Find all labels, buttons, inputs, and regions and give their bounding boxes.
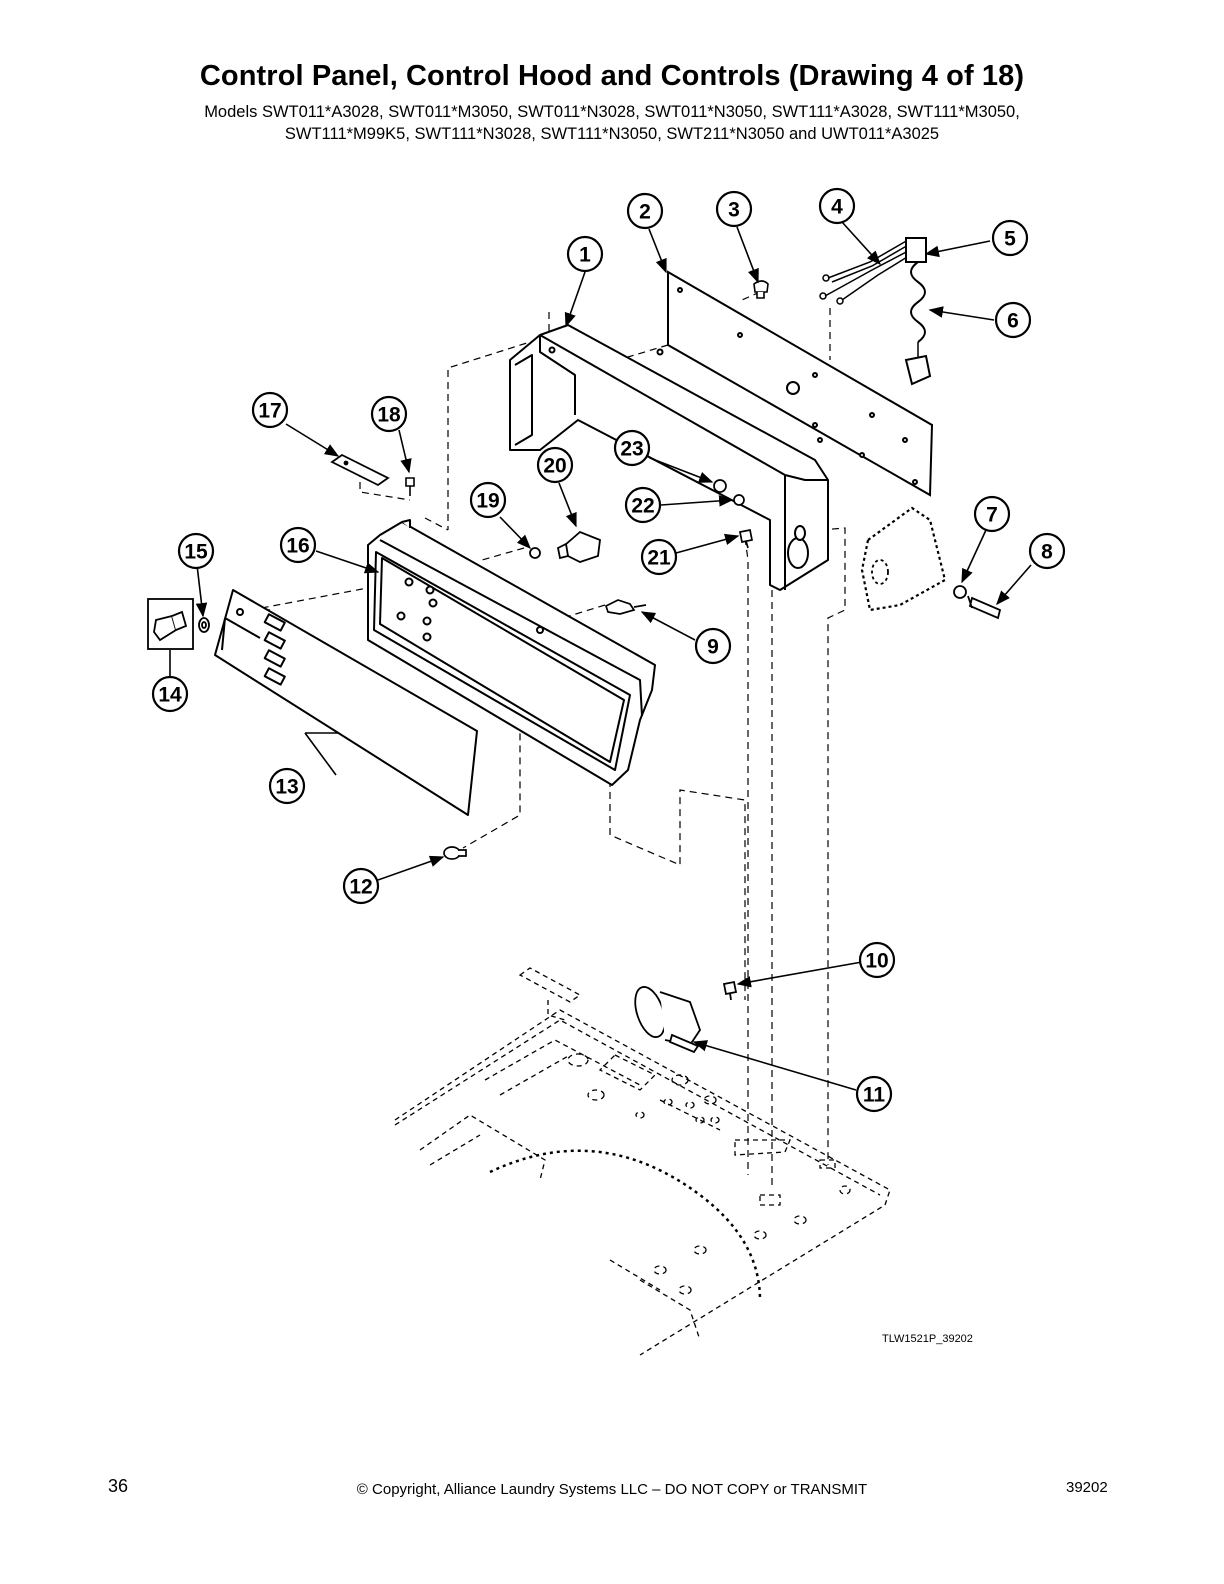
callout-20: 20 (536, 446, 574, 484)
callout-circle (855, 1075, 893, 1113)
page-number: 36 (108, 1476, 129, 1496)
callout-6: 6 (994, 301, 1032, 339)
callout-label: 6 (1007, 310, 1019, 333)
callout-9: 9 (694, 627, 732, 665)
callout-22: 22 (624, 486, 662, 524)
tub-opening-outline (489, 1149, 762, 1301)
cabinet-top-outline (394, 967, 891, 1356)
callout-label: 16 (286, 535, 309, 558)
hood-fasteners (713, 479, 754, 549)
callout-circle (624, 486, 662, 524)
callout-3: 3 (715, 190, 753, 228)
callout-circle (536, 446, 574, 484)
callout-label: 12 (349, 876, 372, 899)
callout-label: 10 (865, 950, 888, 973)
callout-19: 19 (469, 481, 507, 519)
callout-4: 4 (818, 187, 856, 225)
screw-part-3 (753, 280, 769, 299)
callout-circle (994, 301, 1032, 339)
callout-circle (626, 192, 664, 230)
callout-circle (177, 532, 215, 570)
callout-circle (715, 190, 753, 228)
callout-leaders (169, 221, 1032, 1091)
models-line-1: Models SWT011*A3028, SWT011*M3050, SWT01… (204, 103, 1020, 121)
callout-circle (279, 526, 317, 564)
callout-label: 2 (639, 201, 651, 224)
callout-18: 18 (370, 395, 408, 433)
callout-12: 12 (342, 867, 380, 905)
callout-21: 21 (640, 538, 678, 576)
callout-label: 23 (620, 438, 643, 461)
callout-circle (613, 429, 651, 467)
console-panel (367, 519, 656, 786)
callout-label: 3 (728, 199, 740, 222)
callout-1: 1 (566, 235, 604, 273)
callout-label: 4 (831, 196, 843, 219)
control-hood (509, 324, 829, 591)
callout-label: 13 (275, 776, 298, 799)
callout-23: 23 (613, 429, 651, 467)
drawing-code: TLW1521P_39202 (882, 1333, 973, 1345)
callout-label: 21 (647, 547, 671, 570)
indicator-lamp (604, 599, 647, 615)
label-part-17 (330, 453, 390, 487)
callout-13: 13 (268, 767, 306, 805)
callout-label: 19 (476, 490, 499, 513)
callout-15: 15 (177, 532, 215, 570)
callout-circle (858, 941, 896, 979)
callout-label: 9 (707, 636, 719, 659)
callout-circle (991, 219, 1029, 257)
callout-label: 14 (158, 684, 182, 707)
callout-16: 16 (279, 526, 317, 564)
callout-5: 5 (991, 219, 1029, 257)
callout-label: 22 (631, 495, 654, 518)
screw-part-18 (405, 477, 415, 496)
knob-and-washer (147, 598, 210, 650)
callout-circle (640, 538, 678, 576)
pressure-switch (634, 980, 738, 1054)
callout-circle (566, 235, 604, 273)
models-line-2: SWT111*M99K5, SWT111*N3028, SWT111*N3050… (284, 125, 940, 143)
callout-circle (251, 391, 289, 429)
console-overlay (214, 589, 478, 816)
callout-label: 18 (377, 404, 401, 427)
screw-part-12 (443, 846, 467, 860)
callout-11: 11 (855, 1075, 893, 1113)
wire-harness-and-power-cord (819, 237, 932, 386)
callout-circle (1028, 532, 1066, 570)
callout-circle (694, 627, 732, 665)
callout-7: 7 (973, 495, 1011, 533)
callout-label: 1 (579, 244, 591, 267)
callout-circle (818, 187, 856, 225)
callout-2: 2 (626, 192, 664, 230)
callout-17: 17 (251, 391, 289, 429)
callout-label: 8 (1041, 541, 1053, 564)
callout-circle (342, 867, 380, 905)
copyright-notice: © Copyright, Alliance Laundry Systems LL… (356, 1481, 868, 1498)
rear-control-panel-plate (667, 270, 934, 497)
callout-circle (973, 495, 1011, 533)
callout-label: 11 (863, 1084, 886, 1107)
side-bracket-nut-bolt (860, 506, 1002, 620)
callout-circle (370, 395, 408, 433)
callout-14: 14 (151, 675, 189, 713)
callout-label: 17 (258, 400, 281, 423)
callout-circle (469, 481, 507, 519)
callout-label: 20 (543, 455, 566, 478)
callout-label: 7 (986, 504, 998, 527)
callout-10: 10 (858, 941, 896, 979)
callout-label: 5 (1004, 228, 1016, 251)
document-number: 39202 (1066, 1479, 1108, 1496)
callout-8: 8 (1028, 532, 1066, 570)
callout-label: 15 (184, 541, 208, 564)
page-title: Control Panel, Control Hood and Controls… (199, 60, 1025, 92)
callout-circle (268, 767, 306, 805)
callout-circle (151, 675, 189, 713)
selector-switch (529, 530, 601, 563)
